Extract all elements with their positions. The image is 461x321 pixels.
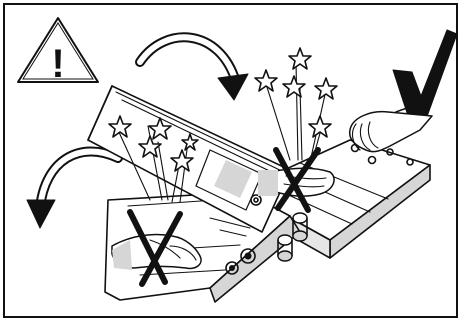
warning-symbol: ! [51,42,64,86]
hand-correct [348,104,433,153]
curved-arrow-icon [135,32,249,101]
cross-mark-icon [273,147,321,213]
warning-triangle-icon: ! [17,17,99,86]
curved-arrow-icon [26,146,123,229]
cross-mark-icon [127,209,183,287]
hand-forbidden-middle [258,167,335,197]
star-burst-icon [108,115,199,203]
star-burst-icon [254,47,338,163]
roller-assembly [225,212,308,275]
